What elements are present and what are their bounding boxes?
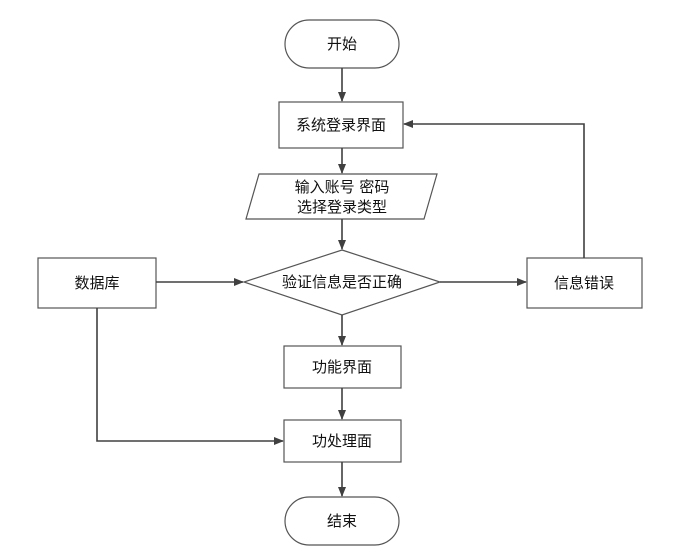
- processing-ui-label: 功处理面: [312, 432, 372, 450]
- function-ui-label: 功能界面: [312, 358, 372, 376]
- input-label-line2: 选择登录类型: [297, 198, 387, 216]
- start-label: 开始: [327, 35, 357, 53]
- processing-ui-box: 功处理面: [283, 419, 402, 463]
- end-terminator: 结束: [284, 496, 400, 546]
- arrow-error-to-login: [403, 120, 585, 258]
- verify-label: 验证信息是否正确: [282, 273, 402, 291]
- input-label-line1: 输入账号 密码: [295, 178, 390, 196]
- login-ui-label: 系统登录界面: [296, 116, 386, 134]
- error-box: 信息错误: [526, 257, 643, 309]
- arrow-database-to-processing: [96, 308, 284, 445]
- database-box: 数据库: [37, 257, 157, 309]
- error-label: 信息错误: [554, 274, 614, 292]
- login-ui-box: 系统登录界面: [278, 101, 404, 149]
- function-ui-box: 功能界面: [283, 345, 402, 389]
- input-parallelogram: 输入账号 密码 选择登录类型: [245, 173, 438, 220]
- end-label: 结束: [327, 512, 357, 530]
- start-terminator: 开始: [284, 19, 400, 69]
- verify-decision: 验证信息是否正确: [242, 249, 442, 316]
- database-label: 数据库: [74, 274, 119, 292]
